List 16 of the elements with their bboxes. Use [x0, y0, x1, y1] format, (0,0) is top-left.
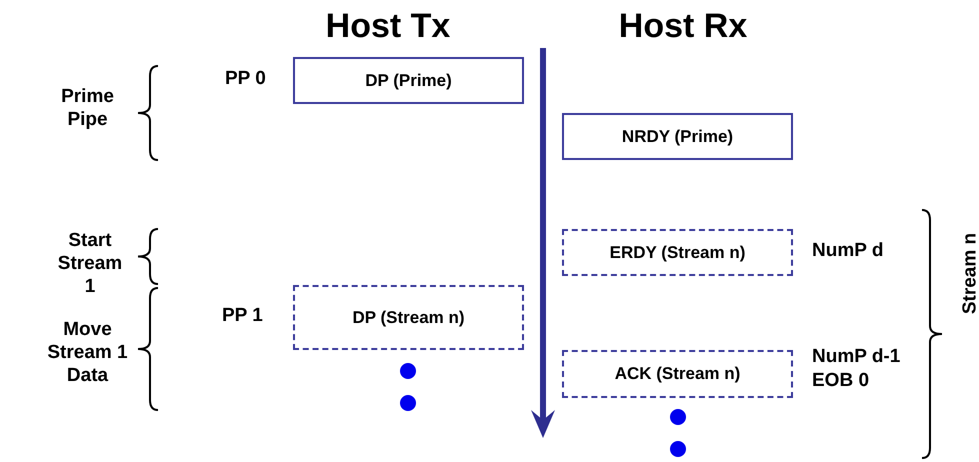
- box-label: DP (Prime): [365, 70, 452, 90]
- phase-label: Move Stream 1 Data: [46, 318, 129, 387]
- column-header: Host Tx: [324, 6, 452, 46]
- phase-label: Prime Pipe: [60, 85, 115, 131]
- stream-label: Stream n: [958, 232, 979, 316]
- box-label: ERDY (Stream n): [610, 242, 746, 262]
- packet-note: NumP d: [812, 240, 884, 262]
- packet-note: NumP d-1: [812, 346, 900, 368]
- packet-note: PP 1: [222, 305, 263, 327]
- box-label: DP (Stream n): [352, 308, 465, 328]
- packet-note: EOB 0: [812, 370, 870, 392]
- packet-note: PP 0: [225, 68, 266, 90]
- phase-label: Start Stream 1: [56, 229, 124, 298]
- column-header: Host Rx: [618, 6, 748, 46]
- box-label: ACK (Stream n): [614, 364, 740, 384]
- box-label: NRDY (Prime): [622, 126, 734, 146]
